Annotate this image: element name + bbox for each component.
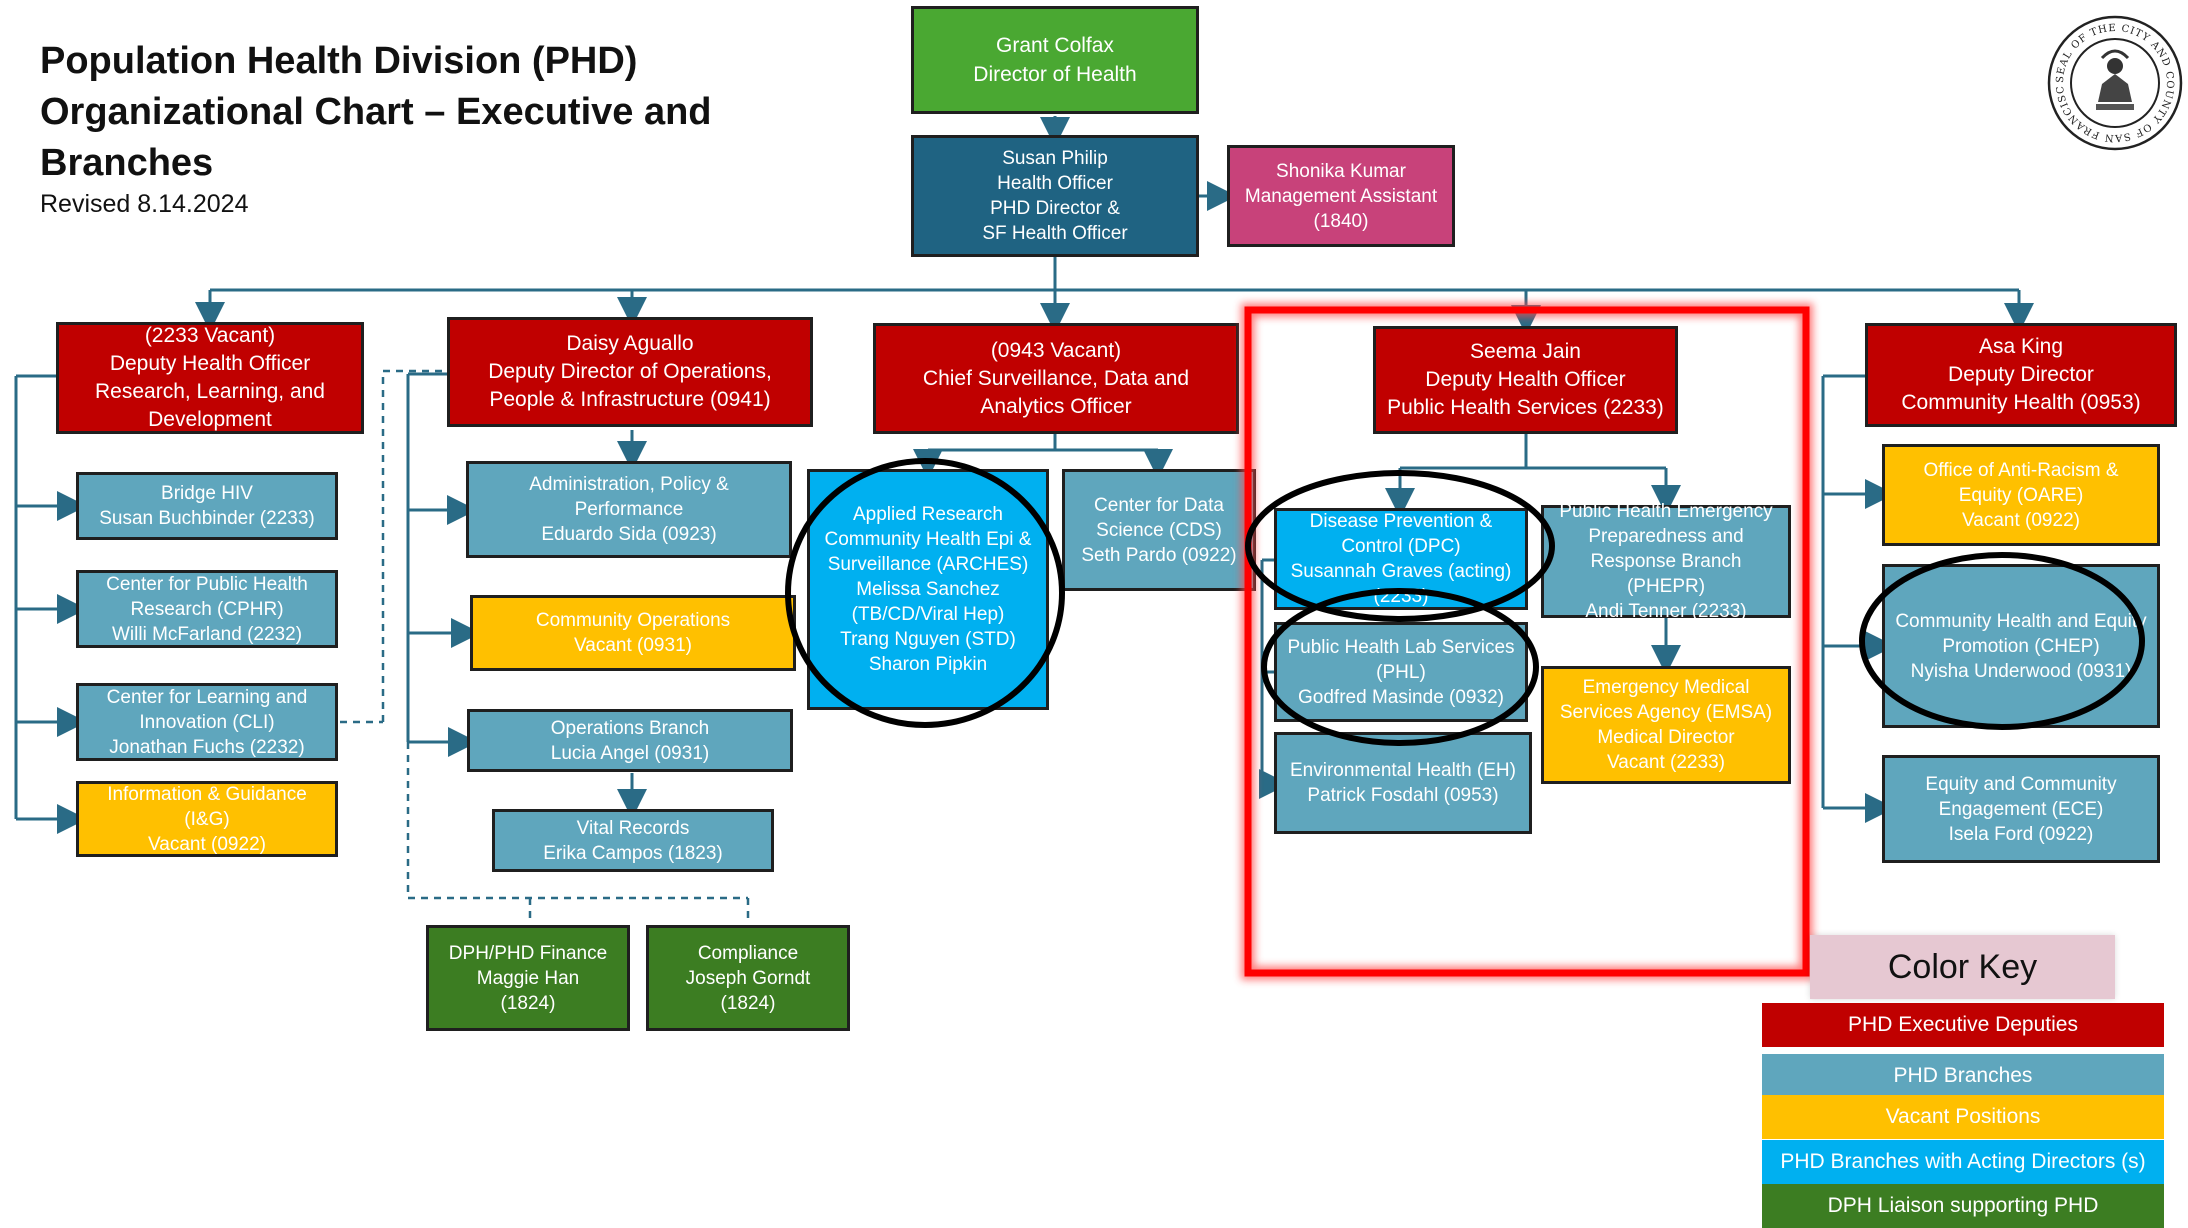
compliance-box: Compliance Joseph Gorndt (1824) (646, 925, 850, 1031)
color-key-acting: PHD Branches with Acting Directors (s) (1762, 1140, 2164, 1184)
management-assistant-box: Shonika Kumar Management Assistant (1840… (1227, 145, 1455, 247)
environmental-health-box: Environmental Health (EH) Patrick Fosdah… (1274, 732, 1532, 834)
emsa-box: Emergency Medical Services Agency (EMSA)… (1541, 666, 1791, 784)
page-title: Population Health Division (PHD) Organiz… (40, 40, 712, 184)
color-key-branches: PHD Branches (1762, 1054, 2164, 1098)
deputy-research-box: (2233 Vacant) Deputy Health Officer Rese… (56, 322, 364, 434)
vital-records-box: Vital Records Erika Campos (1823) (492, 809, 774, 872)
deputy-community-health-box: Asa King Deputy Director Community Healt… (1865, 323, 2177, 427)
deputy-operations-box: Daisy Aguallo Deputy Director of Operati… (447, 317, 813, 427)
revision-date: Revised 8.14.2024 (40, 190, 249, 218)
operations-branch-box: Operations Branch Lucia Angel (0931) (467, 709, 793, 772)
oare-box: Office of Anti-Racism & Equity (OARE) Va… (1882, 444, 2160, 546)
ece-box: Equity and Community Engagement (ECE) Is… (1882, 755, 2160, 863)
admin-policy-box: Administration, Policy & Performance Edu… (466, 461, 792, 558)
color-key-liaison: DPH Liaison supporting PHD (1762, 1184, 2164, 1228)
cds-box: Center for Data Science (CDS) Seth Pardo… (1062, 469, 1256, 591)
phd-director-box: Susan Philip Health Officer PHD Director… (911, 135, 1199, 257)
community-operations-box: Community Operations Vacant (0931) (470, 595, 796, 671)
cli-box: Center for Learning and Innovation (CLI)… (76, 683, 338, 761)
finance-box: DPH/PHD Finance Maggie Han (1824) (426, 925, 630, 1031)
color-key-executive: PHD Executive Deputies (1762, 1003, 2164, 1047)
information-guidance-box: Information & Guidance (I&G) Vacant (092… (76, 781, 338, 857)
bridge-hiv-box: Bridge HIV Susan Buchbinder (2233) (76, 472, 338, 540)
cphr-box: Center for Public Health Research (CPHR)… (76, 570, 338, 648)
deputy-public-health-box: Seema Jain Deputy Health Officer Public … (1373, 326, 1678, 434)
color-key-vacant: Vacant Positions (1762, 1095, 2164, 1139)
chep-box: Community Health and Equity Promotion (C… (1882, 564, 2160, 728)
phl-box: Public Health Lab Services (PHL) Godfred… (1274, 622, 1528, 722)
city-seal-icon: SEAL OF THE CITY AND COUNTY OF SAN FRANC… (2046, 14, 2183, 151)
color-key-title: Color Key (1810, 935, 2115, 999)
director-of-health-box: Grant Colfax Director of Health (911, 6, 1199, 114)
chief-surveillance-box: (0943 Vacant) Chief Surveillance, Data a… (873, 323, 1239, 434)
phepr-box: Public Health Emergency Preparedness and… (1541, 501, 1791, 622)
dpc-box: Disease Prevention & Control (DPC) Susan… (1274, 508, 1528, 610)
arches-box: Applied Research Community Health Epi & … (807, 469, 1049, 710)
